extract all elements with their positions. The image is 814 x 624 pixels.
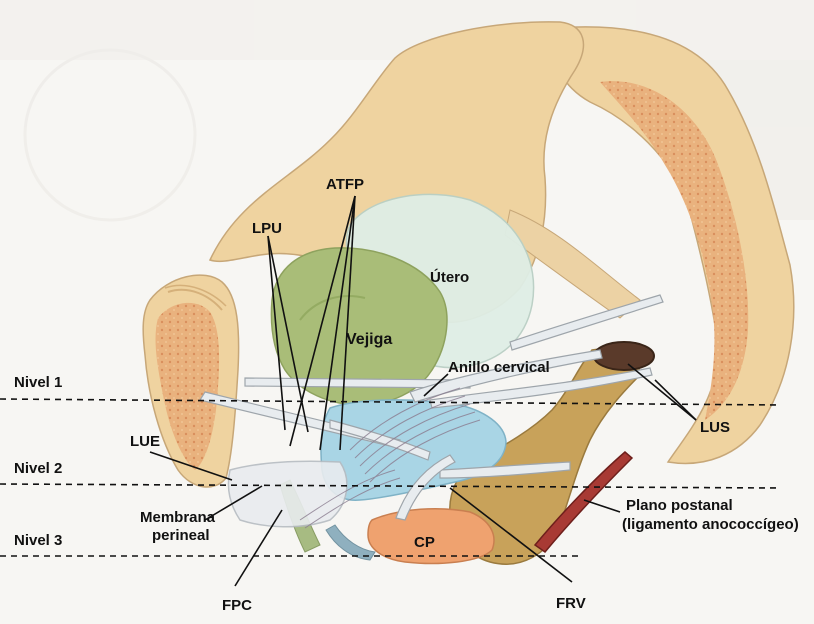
perineal-membrane [228, 461, 346, 526]
label-membrana-line2: perineal [152, 527, 210, 544]
label-lue: LUE [130, 433, 160, 450]
label-nivel-1: Nivel 1 [14, 374, 62, 391]
label-fpc: FPC [222, 597, 252, 614]
label-plano-line2: (ligamento anococcígeo) [622, 516, 799, 533]
label-plano-line1: Plano postanal [626, 497, 733, 514]
label-nivel-2: Nivel 2 [14, 460, 62, 477]
label-frv: FRV [556, 595, 586, 612]
label-utero: Útero [430, 268, 469, 286]
label-anillo-cervical: Anillo cervical [448, 359, 550, 376]
label-vejiga: Vejiga [346, 331, 392, 348]
rectum-lumen [594, 342, 654, 370]
label-cp: CP [414, 534, 435, 551]
label-lus: LUS [700, 419, 730, 436]
label-lpu: LPU [252, 220, 282, 237]
label-atfp: ATFP [326, 176, 364, 193]
label-nivel-3: Nivel 3 [14, 532, 62, 549]
label-membrana-line1: Membrana [140, 509, 216, 526]
